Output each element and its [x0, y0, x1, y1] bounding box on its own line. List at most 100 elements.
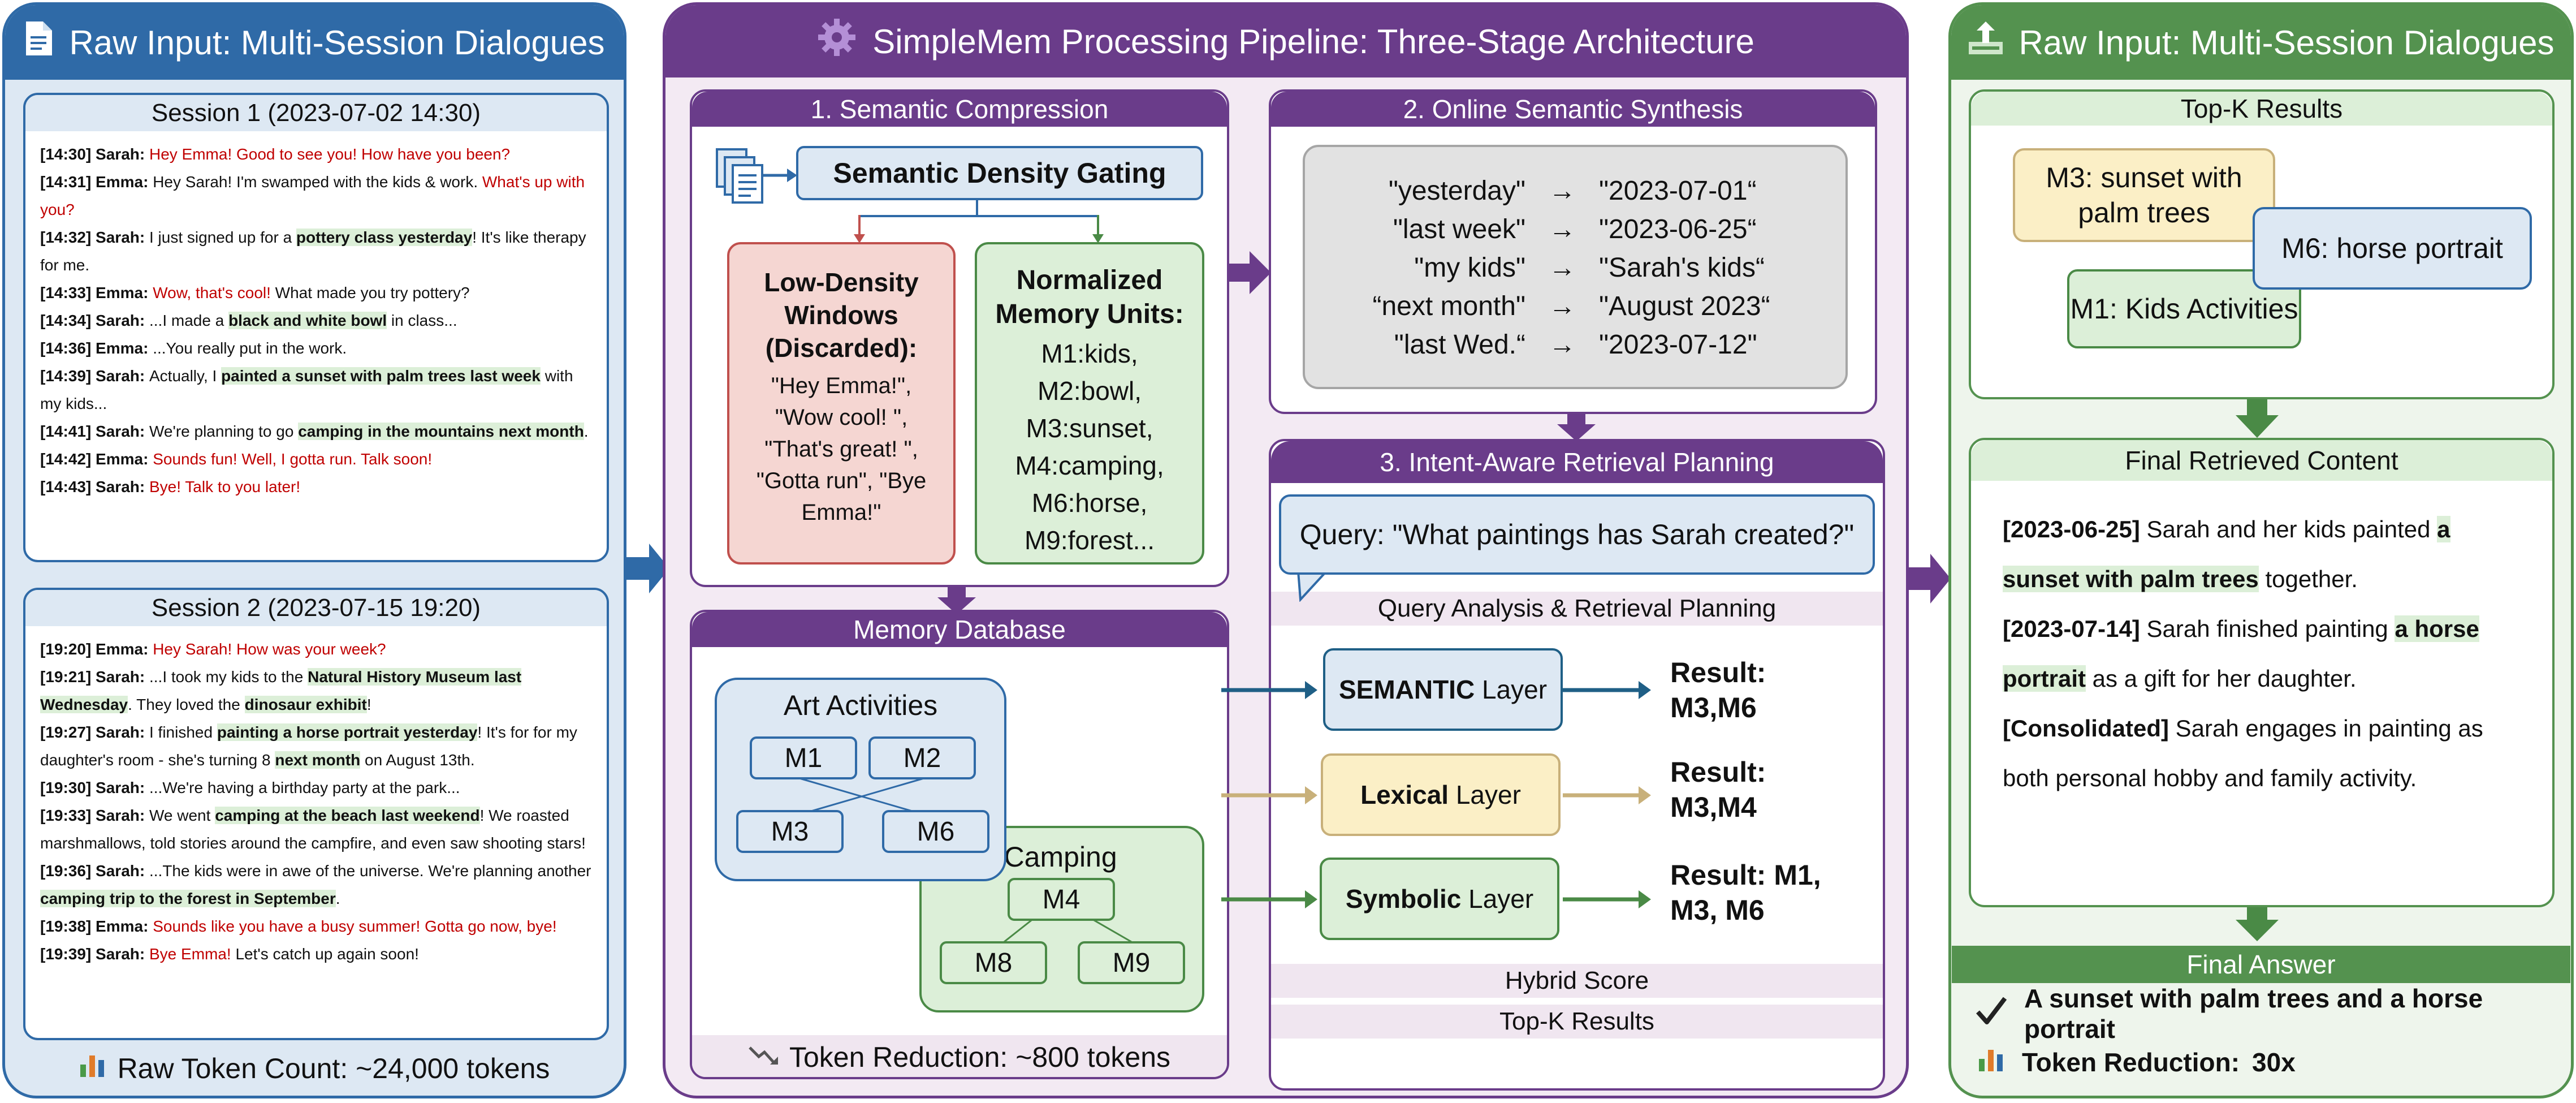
session-1-title: Session 1 (2023-07-02 14:30) [25, 95, 607, 131]
session-1-line: [14:31] Emma: Hey Sarah! I'm swamped wit… [40, 173, 585, 218]
mapping-arrow: → [1549, 214, 1576, 244]
final-retrieved-card: Final Retrieved Content [2023-06-25] Sar… [1969, 438, 2555, 907]
hybrid-score-bar: Hybrid Score [1271, 964, 1883, 998]
upload-icon [1968, 21, 2004, 63]
right-panel-header: Raw Input: Multi-Session Dialogues [1951, 5, 2571, 80]
arrow-left-to-middle [626, 544, 669, 593]
art-cross-lines [799, 777, 924, 816]
session-1-line: [14:43] Sarah: Bye! Talk to you later! [40, 478, 301, 496]
session-1-card: Session 1 (2023-07-02 14:30) [14:30] Sar… [23, 93, 609, 562]
middle-panel-header: SimpleMem Processing Pipeline: Three-Sta… [665, 5, 1906, 77]
mapping-row: "yesterday"→"2023-07-01“ [1305, 172, 1845, 210]
reduction-row: Token Reduction: 30x [1978, 1040, 2296, 1085]
low-density-body: "Hey Emma!", "Wow cool! ", "That's great… [756, 373, 927, 525]
memory-node-m9: M9 [1078, 941, 1185, 984]
low-density-title: Low-Density Windows (Discarded): [764, 268, 919, 363]
session-2-line: [19:21] Sarah: ...I took my kids to the … [40, 668, 522, 713]
session-2-line: [19:33] Sarah: We went camping at the be… [40, 807, 586, 852]
query-bubble-tail [1296, 571, 1328, 602]
topk-results-bar: Top-K Results [1271, 1005, 1883, 1039]
memory-node-m1: M1 [750, 736, 857, 779]
mapping-row: "last week" → "2023-06-25“ [1305, 210, 1845, 249]
bar-chart-icon [79, 1052, 106, 1085]
topk-results-title: Top-K Results [1971, 92, 2552, 126]
session-1-line: [14:32] Sarah: I just signed up for a po… [40, 229, 586, 274]
memory-unit-item: M2:bowl, [1037, 376, 1142, 406]
retrieved-entry: [2023-07-14] Sarah finished painting a h… [2003, 615, 2479, 692]
arrow-topk-to-content [2236, 399, 2279, 438]
mapping-from: "my kids" [1414, 253, 1525, 283]
left-panel-title: Raw Input: Multi-Session Dialogues [69, 23, 605, 62]
session-1-line: [14:39] Sarah: Actually, I painted a sun… [40, 367, 573, 412]
session-2-line: [19:30] Sarah: ...We're having a birthda… [40, 779, 460, 796]
layer-arrow-head [1305, 681, 1317, 699]
memory-unit-item: M1:kids, [1041, 339, 1138, 368]
memory-node-m8: M8 [940, 941, 1047, 984]
session-1-lines: [14:30] Sarah: Hey Emma! Good to see you… [40, 140, 595, 501]
art-activities-title: Art Activities [783, 690, 938, 721]
lexical-layer-word: Layer [1455, 780, 1521, 809]
answer-text: A sunset with palm trees and a horse por… [2024, 984, 2483, 1044]
token-reduction-800: Token Reduction: ~800 tokens [789, 1041, 1171, 1073]
middle-panel-title: SimpleMem Processing Pipeline: Three-Sta… [872, 22, 1754, 61]
memory-node-m4: M4 [1008, 878, 1115, 921]
mapping-to: "2023-06-25“ [1599, 214, 1757, 244]
gating-split-connector [854, 199, 1104, 243]
mapping-from: "yesterday" [1388, 176, 1525, 206]
reduction-label: Token Reduction: [2022, 1048, 2240, 1077]
layer-arrow-head [1639, 681, 1651, 699]
gear-icon [817, 18, 857, 65]
lexical-layer-strong: Lexical [1360, 780, 1449, 809]
mapping-arrow: → [1549, 291, 1576, 321]
semantic-density-gating: Semantic Density Gating [796, 146, 1203, 200]
raw-token-count: Raw Token Count: ~24,000 tokens [117, 1053, 550, 1084]
mapping-to: "August 2023“ [1599, 291, 1770, 321]
session-2-line: [19:39] Sarah: Bye Emma! Let's catch up … [40, 945, 419, 963]
session-2-line: [19:38] Emma: Sounds like you have a bus… [40, 917, 557, 935]
mapping-to: "2023-07-12" [1599, 330, 1757, 360]
session-2-title: Session 2 (2023-07-15 19:20) [25, 590, 607, 626]
session-1-line: [14:41] Sarah: We're planning to go camp… [40, 423, 589, 440]
reduction-value: 30x [2252, 1048, 2296, 1077]
final-retrieved-title: Final Retrieved Content [1971, 440, 2552, 481]
synthesis-mapping-box: "yesterday"→"2023-07-01“ "last week" → "202… [1303, 145, 1848, 389]
answer-row: A sunset with palm trees and a horse por… [1976, 984, 2576, 1044]
final-answer-header: Final Answer [1952, 946, 2570, 983]
mapping-row: “next month"→"August 2023“ [1305, 287, 1845, 326]
final-retrieved-lines: [2023-06-25] Sarah and her kids painted … [2003, 505, 2530, 803]
symbolic-layer-strong: Symbolic [1345, 884, 1462, 914]
check-icon [1976, 996, 2007, 1032]
low-density-windows: Low-Density Windows (Discarded): "Hey Em… [727, 242, 956, 565]
query-bubble: Query: "What paintings has Sarah created… [1279, 494, 1875, 575]
session-1-line: [14:42] Emma: Sounds fun! Well, I gotta … [40, 450, 433, 468]
lexical-layer: Lexical Layer [1321, 753, 1561, 836]
arrow-docs-to-gating [763, 169, 797, 182]
topk-m3: M3: sunset with palm trees [2013, 148, 2275, 242]
right-panel-title: Raw Input: Multi-Session Dialogues [2019, 23, 2555, 62]
arrow-stage1-to-stage2 [1229, 251, 1271, 294]
symbolic-layer: Symbolic Layer [1320, 858, 1559, 940]
stage-1-title: 1. Semantic Compression [692, 92, 1227, 127]
mapping-to: "Sarah's kids“ [1599, 253, 1765, 283]
mapping-from: "last week" [1393, 214, 1525, 244]
left-panel-header: Raw Input: Multi-Session Dialogues [5, 5, 624, 80]
symbolic-result: Result: M1,M3, M6 [1670, 859, 1821, 926]
retrieved-entry: [2023-06-25] Sarah and her kids painted … [2003, 516, 2450, 592]
session-1-line: [14:34] Sarah: ...I made a black and whi… [40, 312, 457, 329]
query-text: Query: "What paintings has Sarah created… [1299, 519, 1855, 550]
memory-unit-item: M3:sunset, [1026, 413, 1153, 443]
mapping-from: "last Wed.“ [1394, 330, 1525, 360]
semantic-layer: SEMANTIC Layer [1323, 648, 1563, 731]
memory-database-title: Memory Database [692, 612, 1227, 647]
layer-arrow-head [1305, 890, 1317, 908]
trend-down-icon [749, 1041, 779, 1074]
layer-arrow-head [1305, 786, 1317, 804]
semantic-layer-word: Layer [1481, 675, 1548, 704]
memory-db-footer: Token Reduction: ~800 tokens [692, 1035, 1227, 1077]
normalized-items: M1:kids,M2:bowl,M3:sunset,M4:camping,M6:… [1015, 335, 1164, 559]
stage-2-title: 2. Online Semantic Synthesis [1271, 92, 1875, 127]
stage-2-card: 2. Online Semantic Synthesis "yesterday"… [1269, 89, 1877, 414]
documents-icon [714, 146, 770, 211]
memory-unit-item: M9:forest... [1024, 525, 1155, 555]
session-2-line: [19:27] Sarah: I finished painting a hor… [40, 723, 577, 769]
